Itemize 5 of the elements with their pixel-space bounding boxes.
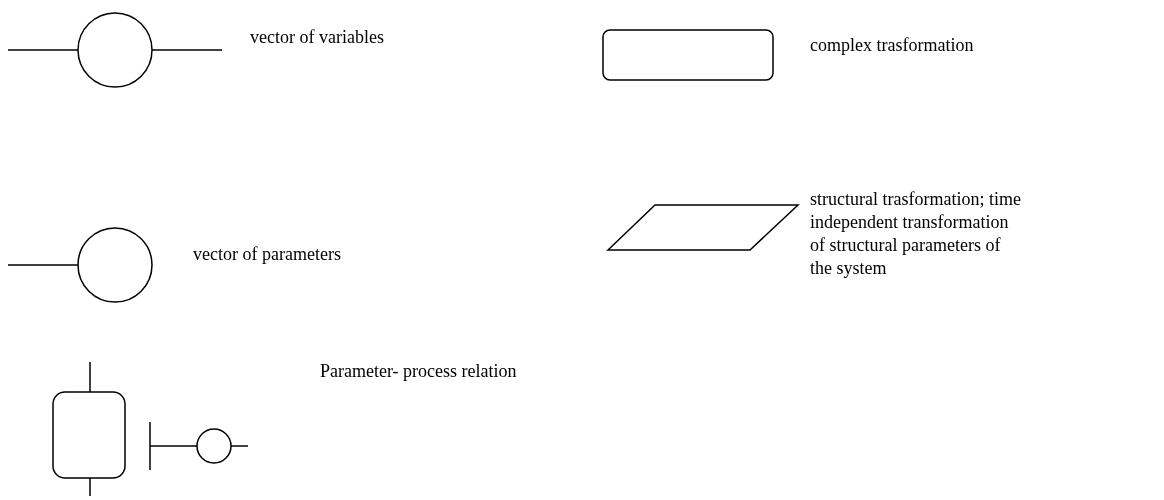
legend-label: complex trasformation <box>810 34 975 57</box>
legend-label: Parameter- process relation <box>320 360 518 383</box>
legend-label: vector of variables <box>250 26 385 49</box>
legend-label: vector of parameters <box>193 243 342 266</box>
legend-label: structural trasformation; time independent transformation of structural parameters of the system <box>810 188 1022 280</box>
